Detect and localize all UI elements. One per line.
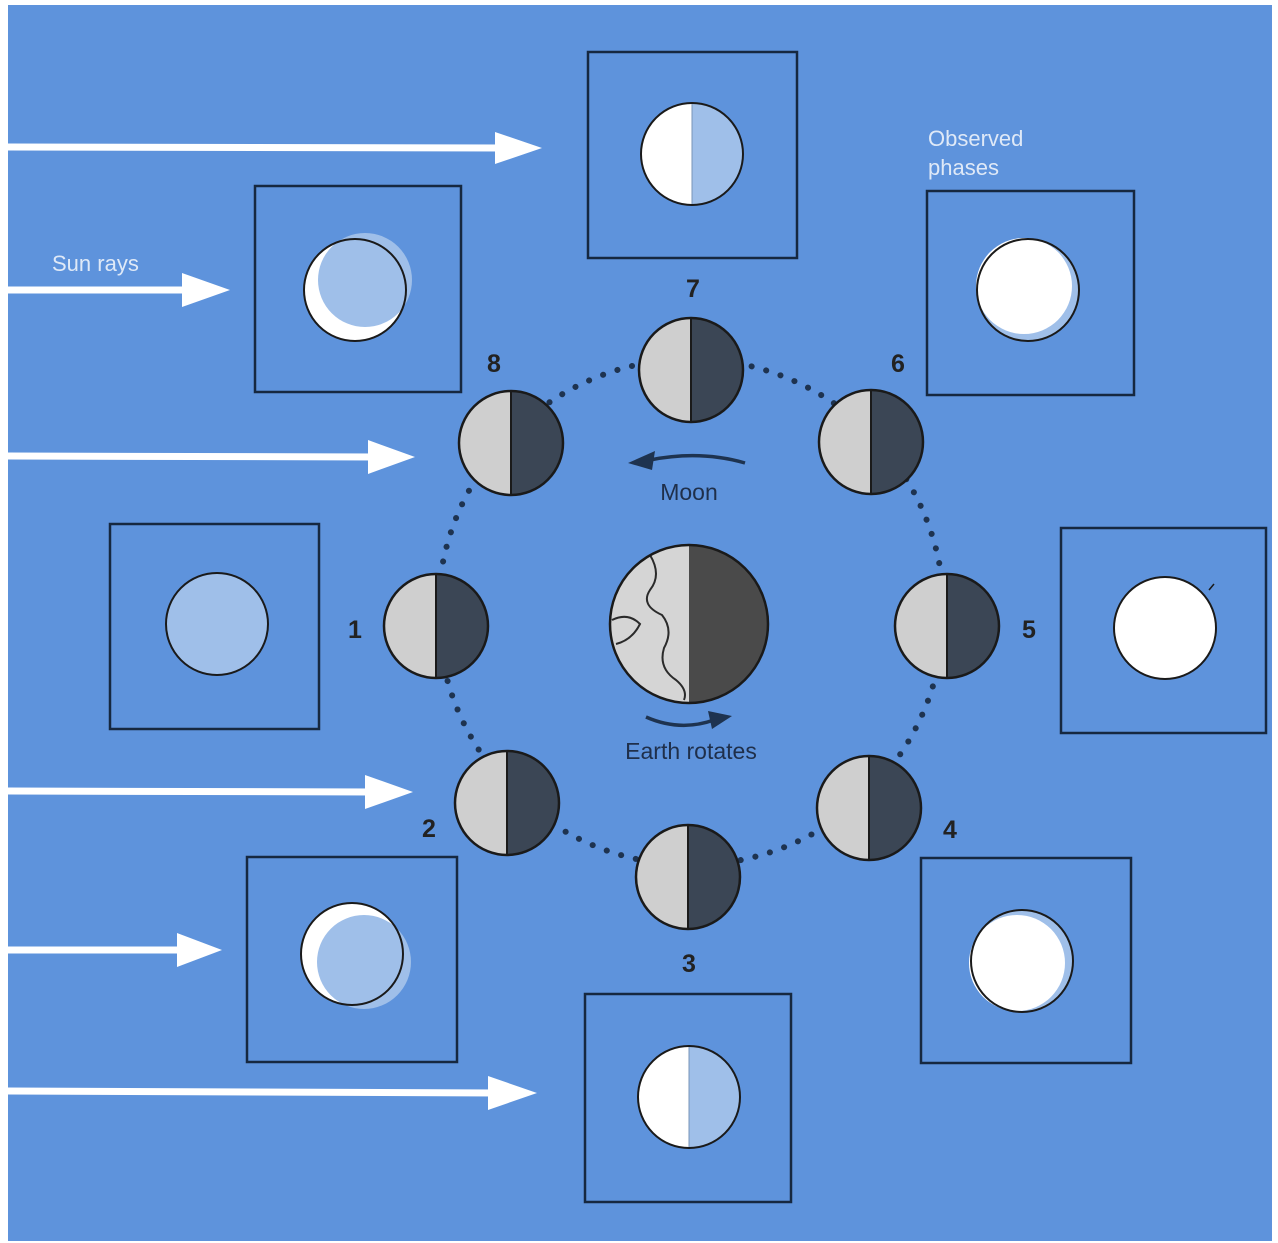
moon-label: Moon: [660, 479, 718, 505]
earth: [608, 543, 770, 705]
moon-phase-icon: [303, 233, 412, 342]
sun-ray-arrow: [8, 933, 222, 967]
moon-phase-icon: [640, 102, 744, 206]
moon-phase-icon: [969, 909, 1074, 1013]
orbit-moon-5: [893, 572, 1001, 680]
position-number-6: 6: [891, 350, 905, 378]
orbit-moon-6: [817, 388, 925, 496]
orbit-moon-8: [457, 389, 565, 497]
phase-box-frame: [1059, 526, 1268, 735]
orbit-moon-7: [637, 316, 745, 424]
observed-phase-7-last-quarter: [586, 50, 799, 260]
sun-ray-arrows: [7, 132, 542, 1110]
sun-ray-arrow: [7, 1076, 537, 1110]
moon-phase-icon: [1113, 576, 1217, 680]
position-number-7: 7: [686, 275, 700, 303]
sun-ray-arrow: [8, 273, 230, 307]
observed-phase-8-waning-crescent: [253, 184, 463, 394]
moon-phase-icon: [300, 902, 411, 1009]
moon-phase-icon: [165, 572, 269, 676]
position-number-3: 3: [682, 950, 696, 978]
moon-direction-arrow: [628, 451, 746, 470]
phase-box-frame: [108, 522, 321, 731]
observed-phases-label-line1: Observed: [928, 126, 1023, 151]
sun-ray-arrow: [7, 132, 542, 164]
phase-box-frame: [245, 855, 459, 1064]
observed-phases-label-line2: phases: [928, 155, 999, 180]
observed-phase-6-waning-gibbous: [925, 189, 1136, 397]
orbit-moon-2: [453, 749, 561, 857]
sun-rays-label: Sun rays: [52, 251, 139, 276]
sun-ray-arrow: [7, 440, 415, 474]
observed-phase-4-waxing-gibbous: [919, 856, 1133, 1065]
phase-box-frame: [919, 856, 1133, 1065]
position-number-2: 2: [422, 815, 436, 843]
sun-ray-arrow: [7, 775, 413, 809]
orbit-moon-3: [634, 823, 742, 931]
observed-phase-2-waxing-crescent: [245, 855, 459, 1064]
position-number-1: 1: [348, 616, 362, 644]
earth-rotation-arrow: [645, 711, 732, 729]
orbit-moons: [382, 316, 1001, 931]
phase-box-frame: [586, 50, 799, 260]
position-number-8: 8: [487, 350, 501, 378]
position-number-4: 4: [943, 816, 957, 844]
moon-phase-icon: [637, 1045, 741, 1149]
observed-phase-boxes: [108, 50, 1268, 1204]
orbit-moon-4: [815, 754, 923, 862]
position-number-5: 5: [1022, 616, 1036, 644]
orbit-numbers: 1 2 3 4 5 6 7 8: [348, 275, 1036, 978]
phase-box-frame: [925, 189, 1136, 397]
observed-phase-3-first-quarter: [583, 992, 793, 1204]
phase-box-frame: [583, 992, 793, 1204]
phase-box-frame: [253, 184, 463, 394]
observed-phase-1-new-moon: [108, 522, 321, 731]
observed-phase-5-full-moon: [1059, 526, 1268, 735]
earth-rotates-label: Earth rotates: [625, 738, 757, 764]
moon-phase-icon: [976, 238, 1080, 342]
orbit-moon-1: [382, 572, 490, 680]
